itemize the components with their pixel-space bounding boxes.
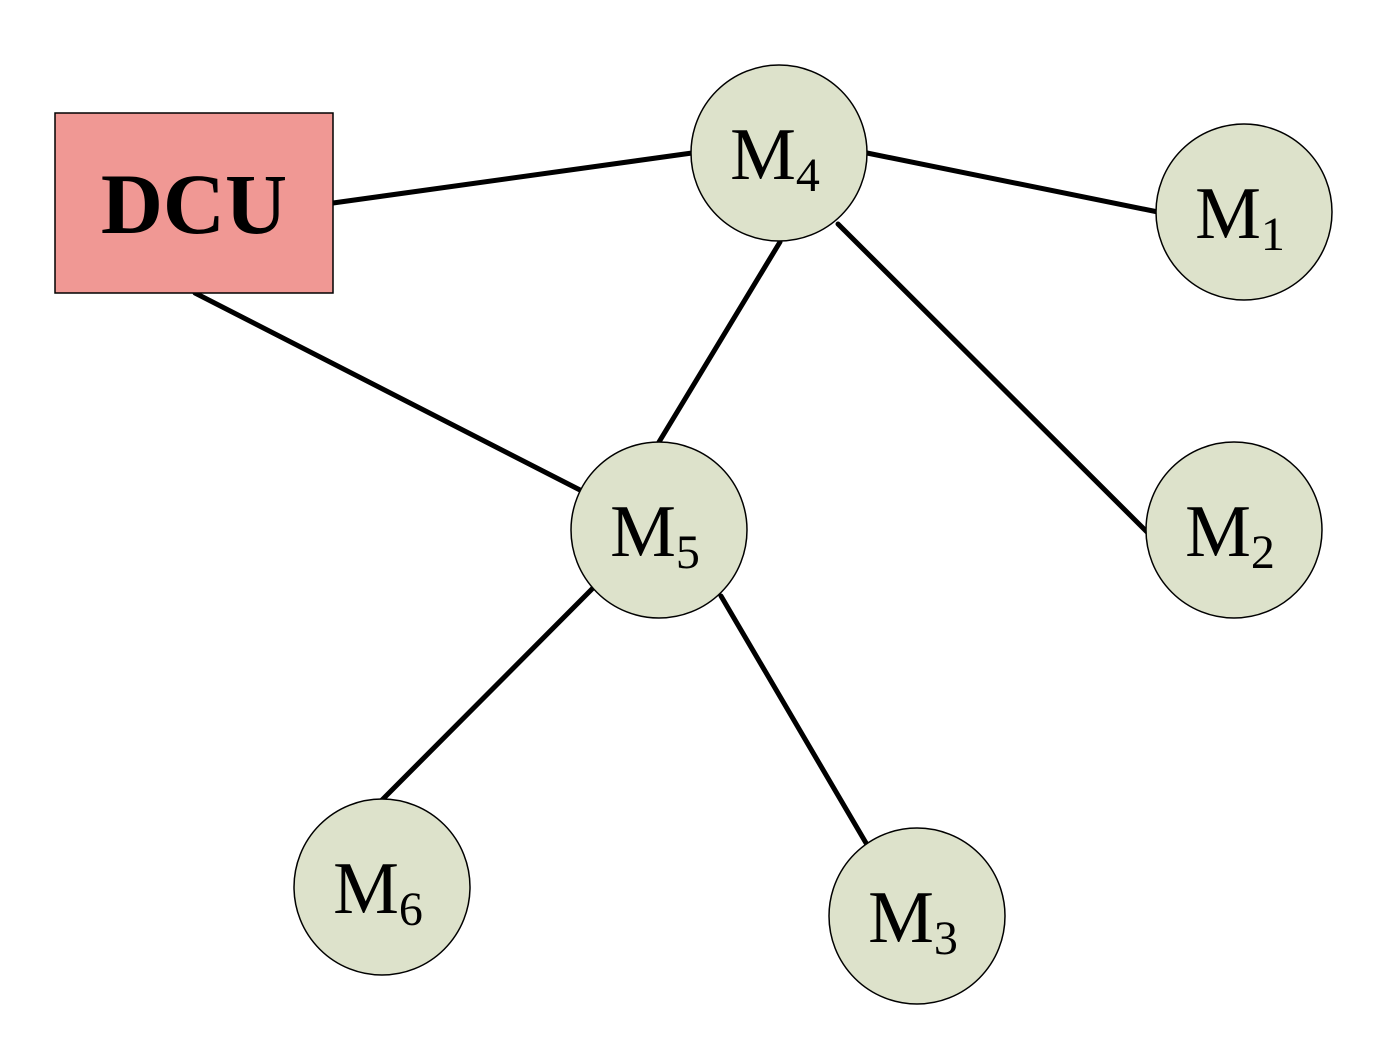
meter-label: M6 xyxy=(333,848,423,936)
meter-label-base: M xyxy=(730,114,796,196)
meter-label-base: M xyxy=(333,848,399,930)
edge-m4-m2 xyxy=(835,221,1150,535)
dcu-box xyxy=(54,112,334,294)
meter-circle xyxy=(690,64,868,242)
dcu-node: DCU xyxy=(54,112,334,294)
meter-node-m2: M2 xyxy=(1145,441,1323,619)
meter-label-subscript: 6 xyxy=(399,883,423,936)
meter-circle xyxy=(1145,441,1323,619)
meter-label-subscript: 5 xyxy=(676,526,700,579)
edge-m4-m1 xyxy=(864,150,1161,215)
meter-label-base: M xyxy=(610,491,676,573)
meter-label-subscript: 3 xyxy=(934,912,958,965)
meter-node-m4: M4 xyxy=(690,64,868,242)
meter-node-m5: M5 xyxy=(570,441,748,619)
dcu-label: DCU xyxy=(101,156,287,252)
meter-label-base: M xyxy=(868,877,934,959)
meter-label: M2 xyxy=(1185,491,1275,579)
meter-label-subscript: 2 xyxy=(1251,526,1275,579)
meter-circle xyxy=(293,798,471,976)
edge-m5-m3 xyxy=(718,593,869,846)
meter-label: M1 xyxy=(1195,173,1285,261)
edge-dcu-m4 xyxy=(330,150,695,206)
edge-m4-m5 xyxy=(656,239,783,445)
meter-label: M3 xyxy=(868,877,958,965)
meter-circle xyxy=(828,827,1006,1005)
meter-label: M4 xyxy=(730,114,820,202)
meter-node-m6: M6 xyxy=(293,798,471,976)
edge-m5-m6 xyxy=(379,585,596,803)
meter-label-base: M xyxy=(1195,173,1261,255)
meter-circle xyxy=(570,441,748,619)
meter-label-subscript: 4 xyxy=(796,149,820,202)
meter-node-m1: M1 xyxy=(1155,123,1333,301)
meter-label-base: M xyxy=(1185,491,1251,573)
meter-label: M5 xyxy=(610,491,700,579)
edge-layer xyxy=(192,150,1161,846)
meter-circle xyxy=(1155,123,1333,301)
edge-dcu-m5 xyxy=(192,290,583,493)
meter-node-m3: M3 xyxy=(828,827,1006,1005)
meter-label-subscript: 1 xyxy=(1261,208,1285,261)
